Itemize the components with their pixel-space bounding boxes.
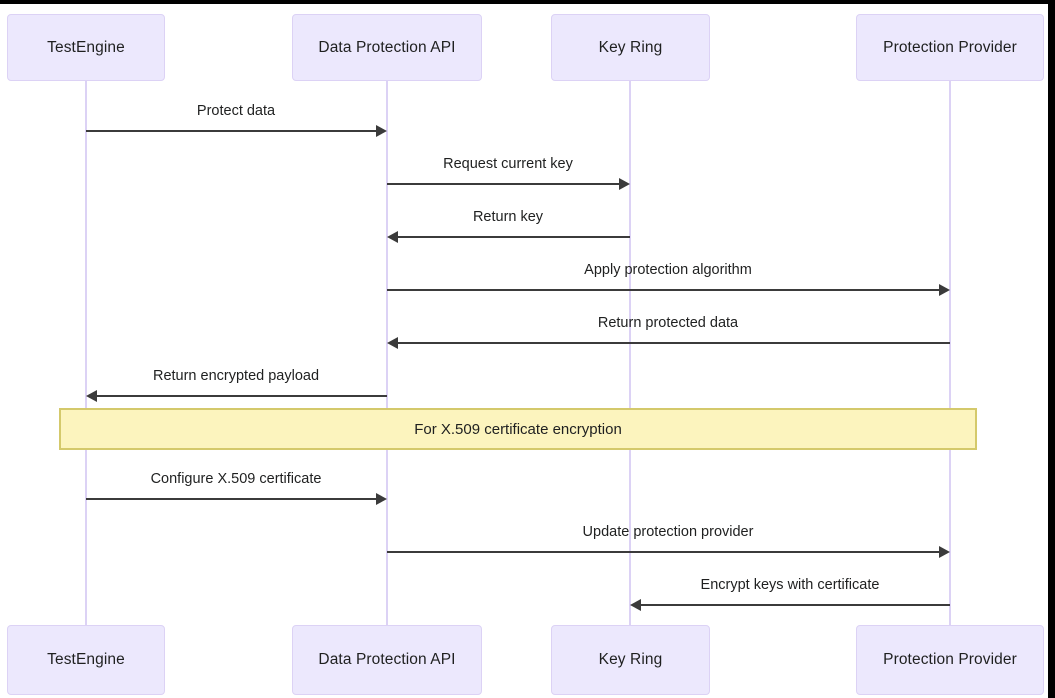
participant-bottom-key-ring[interactable]: Key Ring (551, 625, 710, 695)
lifeline-data-protection-api (386, 81, 388, 625)
message-arrowhead-encrypt-keys-with-certificate (630, 599, 641, 611)
participant-label: Protection Provider (883, 651, 1017, 668)
participant-top-key-ring[interactable]: Key Ring (551, 14, 710, 81)
message-arrowhead-update-protection-provider (939, 546, 950, 558)
message-label-encrypt-keys-with-certificate: Encrypt keys with certificate (700, 577, 880, 593)
message-arrowhead-apply-protection-algorithm (939, 284, 950, 296)
lifeline-test-engine (85, 81, 87, 625)
sequence-diagram-canvas: TestEngine Data Protection API Key Ring … (0, 4, 1048, 698)
participant-label: TestEngine (47, 38, 125, 56)
message-line-configure-x509-certificate (86, 498, 376, 500)
message-label-configure-x509-certificate: Configure X.509 certificate (150, 471, 322, 487)
participant-top-protection-provider[interactable]: Protection Provider (856, 14, 1044, 81)
message-arrowhead-return-protected-data (387, 337, 398, 349)
message-line-update-protection-provider (387, 551, 939, 553)
message-line-request-current-key (387, 183, 619, 185)
message-line-return-protected-data (398, 342, 950, 344)
message-label-return-protected-data: Return protected data (597, 315, 739, 331)
participant-label: Data Protection API (318, 38, 456, 56)
message-line-return-encrypted-payload (97, 395, 387, 397)
message-line-encrypt-keys-with-certificate (641, 604, 950, 606)
lifeline-protection-provider (949, 81, 951, 625)
participant-bottom-test-engine[interactable]: TestEngine (7, 625, 165, 695)
message-line-protect-data (86, 130, 376, 132)
message-arrowhead-return-key (387, 231, 398, 243)
participant-label: Data Protection API (318, 651, 456, 668)
participant-bottom-data-protection-api[interactable]: Data Protection API (292, 625, 482, 695)
message-label-return-key: Return key (472, 209, 544, 225)
message-arrowhead-configure-x509-certificate (376, 493, 387, 505)
message-label-request-current-key: Request current key (443, 156, 573, 172)
note-label: For X.509 certificate encryption (414, 420, 622, 438)
message-label-apply-protection-algorithm: Apply protection algorithm (584, 262, 752, 278)
message-line-return-key (398, 236, 630, 238)
participant-label: Key Ring (598, 38, 663, 56)
message-line-apply-protection-algorithm (387, 289, 939, 291)
message-label-protect-data: Protect data (196, 103, 276, 119)
participant-top-test-engine[interactable]: TestEngine (7, 14, 165, 81)
note-x509-certificate-encryption: For X.509 certificate encryption (59, 408, 977, 450)
message-arrowhead-return-encrypted-payload (86, 390, 97, 402)
message-label-update-protection-provider: Update protection provider (582, 524, 754, 540)
participant-label: Key Ring (598, 651, 663, 668)
lifeline-key-ring (629, 81, 631, 625)
participant-label: Protection Provider (883, 38, 1017, 56)
message-label-return-encrypted-payload: Return encrypted payload (152, 368, 320, 384)
message-arrowhead-request-current-key (619, 178, 630, 190)
participant-top-data-protection-api[interactable]: Data Protection API (292, 14, 482, 81)
message-arrowhead-protect-data (376, 125, 387, 137)
participant-bottom-protection-provider[interactable]: Protection Provider (856, 625, 1044, 695)
participant-label: TestEngine (47, 651, 125, 668)
